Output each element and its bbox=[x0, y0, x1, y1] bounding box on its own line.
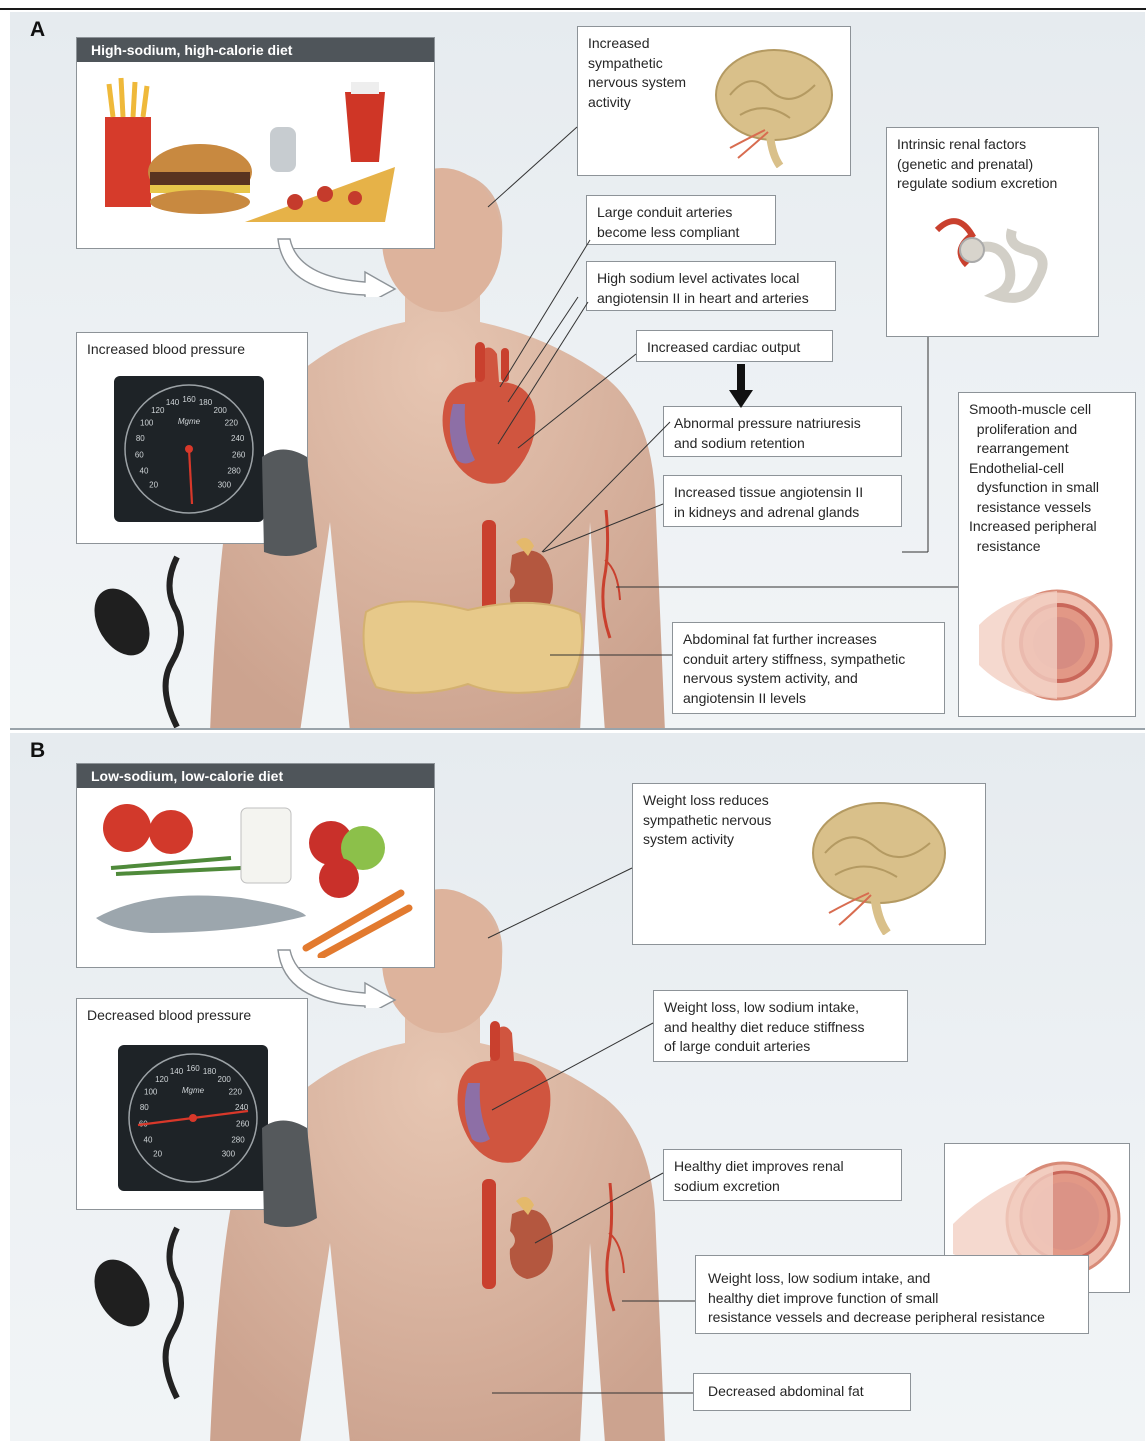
natriuresis-box: Abnormal pressure natriuresis and sodium… bbox=[663, 406, 902, 457]
vessel-cross-section-icon bbox=[979, 585, 1119, 705]
label-decreased-fat: Decreased abdominal fat bbox=[708, 1382, 896, 1402]
conduit-stiffness-box: Weight loss, low sodium intake, and heal… bbox=[653, 990, 908, 1062]
abdominal-fat-box: Decreased abdominal fat bbox=[693, 1373, 911, 1411]
label-natriuresis: Abnormal pressure natriuresis and sodium… bbox=[674, 414, 891, 453]
junk-food-illustration bbox=[95, 72, 415, 242]
diet-arrow-icon bbox=[270, 237, 410, 297]
gauge-tick-label: 200 bbox=[214, 406, 228, 415]
gauge-tick-label: 120 bbox=[155, 1075, 169, 1084]
angiotensin-heart-box: High sodium level activates local angiot… bbox=[586, 261, 836, 311]
label-abdominal-fat: Abdominal fat further increases conduit … bbox=[683, 630, 934, 708]
gauge-tick-label: 140 bbox=[170, 1067, 184, 1076]
label-tissue-angiotensin: Increased tissue angiotensin II in kidne… bbox=[674, 483, 891, 522]
bp-cuff bbox=[92, 437, 332, 730]
heart-illustration bbox=[450, 1021, 560, 1171]
gauge-tick-label: 160 bbox=[182, 395, 196, 404]
tissue-angiotensin-box: Increased tissue angiotensin II in kidne… bbox=[663, 475, 902, 527]
panel-a: A High-sodium, high-calorie diet bbox=[10, 12, 1145, 730]
gauge-tick-label: 120 bbox=[151, 406, 165, 415]
gauge-tick-label: 100 bbox=[144, 1087, 158, 1096]
gauge-brand: Mgme bbox=[178, 417, 201, 426]
diet-title: Low-sodium, low-calorie diet bbox=[77, 764, 434, 788]
abdominal-fat bbox=[358, 592, 588, 702]
healthy-food-illustration bbox=[91, 798, 421, 958]
renal-box: Healthy diet improves renal sodium excre… bbox=[663, 1149, 902, 1201]
bp-title: Decreased blood pressure bbox=[87, 1006, 297, 1026]
brain-icon bbox=[710, 40, 840, 168]
panel-letter: B bbox=[30, 739, 45, 763]
diet-title: High-sodium, high-calorie diet bbox=[77, 38, 434, 62]
label-renal: Healthy diet improves renal sodium excre… bbox=[674, 1157, 891, 1196]
gauge-tick-label: 200 bbox=[218, 1075, 232, 1084]
gauge-brand: Mgme bbox=[182, 1086, 205, 1095]
label-small-vessels: Weight loss, low sodium intake, and heal… bbox=[708, 1269, 1076, 1328]
top-rule bbox=[0, 8, 1146, 10]
gauge-tick-label: 180 bbox=[199, 398, 213, 407]
nephron-icon bbox=[917, 210, 1067, 320]
arm-vessels bbox=[596, 510, 636, 640]
label-renal-factors: Intrinsic renal factors (genetic and pre… bbox=[897, 135, 1088, 194]
bp-title: Increased blood pressure bbox=[87, 340, 297, 360]
gauge-tick-label: 100 bbox=[140, 418, 154, 427]
smooth-muscle-box: Smooth-muscle cell proliferation and rea… bbox=[958, 392, 1136, 717]
gauge-tick-label: 140 bbox=[166, 398, 180, 407]
label-angiotensin-heart: High sodium level activates local angiot… bbox=[597, 269, 825, 308]
gauge-tick-label: 220 bbox=[225, 418, 239, 427]
cardiac-output-box: Increased cardiac output bbox=[636, 330, 833, 362]
panel-letter: A bbox=[30, 18, 45, 42]
gauge-tick-label: 180 bbox=[203, 1067, 217, 1076]
diet-arrow-icon bbox=[270, 948, 410, 1008]
label-smooth-muscle: Smooth-muscle cell proliferation and rea… bbox=[969, 400, 1125, 556]
arm-vessels bbox=[600, 1183, 640, 1313]
kidney-illustration bbox=[472, 1179, 562, 1289]
label-cardiac-output: Increased cardiac output bbox=[647, 338, 822, 358]
label-conduit-stiffness: Weight loss, low sodium intake, and heal… bbox=[664, 998, 897, 1057]
down-arrow-icon bbox=[729, 364, 753, 408]
abdominal-fat-box: Abdominal fat further increases conduit … bbox=[672, 622, 945, 714]
renal-factors-box: Intrinsic renal factors (genetic and pre… bbox=[886, 127, 1099, 337]
conduit-box: Large conduit arteries become less compl… bbox=[586, 195, 776, 245]
gauge-tick-label: 160 bbox=[186, 1064, 200, 1073]
label-conduit: Large conduit arteries become less compl… bbox=[597, 203, 765, 242]
gauge-tick-label: 220 bbox=[229, 1087, 243, 1096]
small-vessels-box: Weight loss, low sodium intake, and heal… bbox=[695, 1255, 1089, 1334]
heart-illustration bbox=[435, 342, 545, 492]
diet-box: Low-sodium, low-calorie diet bbox=[76, 763, 435, 968]
bp-cuff bbox=[92, 1108, 332, 1408]
panel-b: B Low-sodium, low-calorie diet Decreased… bbox=[10, 733, 1145, 1441]
diet-box: High-sodium, high-calorie diet bbox=[76, 37, 435, 249]
brain-icon bbox=[805, 795, 955, 935]
